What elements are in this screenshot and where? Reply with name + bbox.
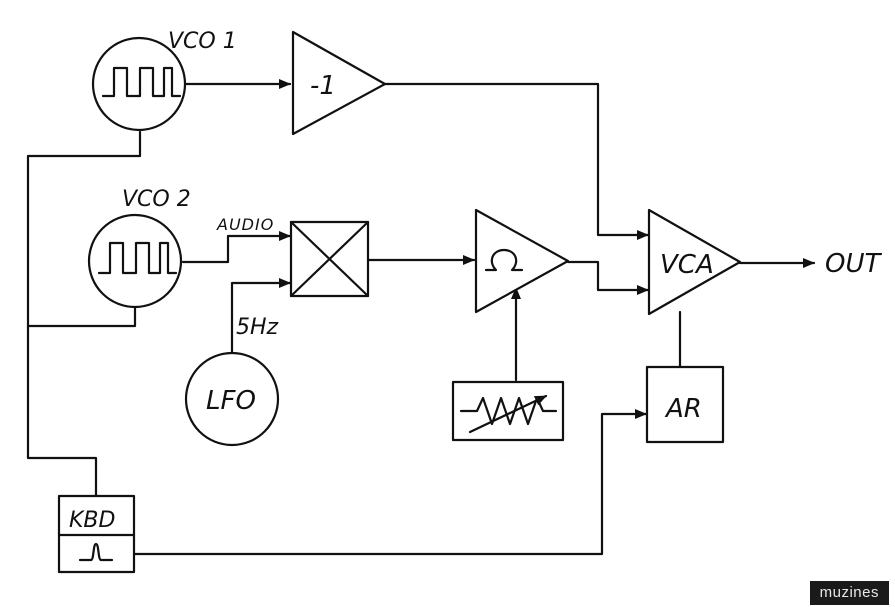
audio-label: AUDIO [216,215,274,234]
wire-kbd-cv-to-vco2 [26,304,137,328]
ar-box [645,365,725,444]
wire-filter-to-vca [566,260,650,295]
wire-kbd-cv-bus [26,130,142,497]
filter-triangle [474,208,570,314]
kbd-label: KBD [69,508,115,533]
wire-vco2-to-mixer [181,231,292,264]
vco2-block: VCO 2 AUDIO [87,187,274,309]
mixer-block [289,220,370,298]
square-wave-icon [101,66,182,98]
ar-label: AR [664,394,702,424]
inverter-block: -1 [291,30,387,136]
watermark-badge: muzines [809,581,889,605]
lfo-rate-label: 5Hz [236,315,279,340]
vco1-block: VCO 1 [91,29,237,132]
inverter-label: -1 [310,71,336,101]
pot-block [451,380,565,442]
wire-kbd-to-ar [132,409,648,556]
inverter-triangle [291,30,387,136]
wires [26,79,816,556]
out-label: OUT [825,249,882,279]
wire-inverter-to-vca [383,82,650,240]
filter-block [474,208,570,314]
vco1-label: VCO 1 [168,29,237,54]
ar-block: AR [645,365,725,444]
kbd-block: KBD [57,494,136,574]
lfo-label: LFO [206,386,256,416]
vca-triangle [647,208,742,316]
vca-label: VCA [660,250,714,280]
lfo-block: LFO 5Hz [184,315,280,447]
lfo-circle [184,351,280,447]
omega-filter-icon [484,248,524,272]
vca-block: VCA OUT [647,208,882,316]
vco2-label: VCO 2 [122,187,191,212]
square-wave-icon [97,241,178,275]
wire-lfo-to-mixer [230,278,292,354]
gate-pulse-icon [78,542,114,562]
